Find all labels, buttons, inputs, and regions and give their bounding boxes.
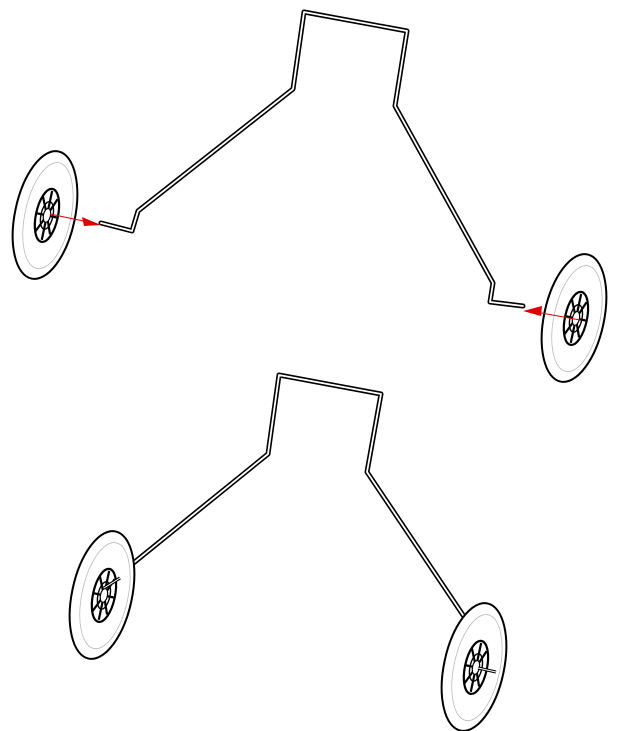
- right-wheel-bottom: [430, 596, 518, 731]
- axle-stub-right: [477, 666, 497, 674]
- exploded-view: [1, 9, 618, 389]
- left-wheel-top: [1, 144, 89, 286]
- gear-wire-bottom: [107, 372, 468, 621]
- axle-alignment-right: [523, 306, 581, 321]
- axle-alignment-left: [49, 213, 101, 226]
- axle-stub-left: [103, 576, 121, 590]
- gear-wire-top: [98, 9, 526, 309]
- left-wheel-bottom: [58, 524, 146, 666]
- right-wheel-top: [530, 247, 618, 389]
- assembled-view: [58, 372, 518, 731]
